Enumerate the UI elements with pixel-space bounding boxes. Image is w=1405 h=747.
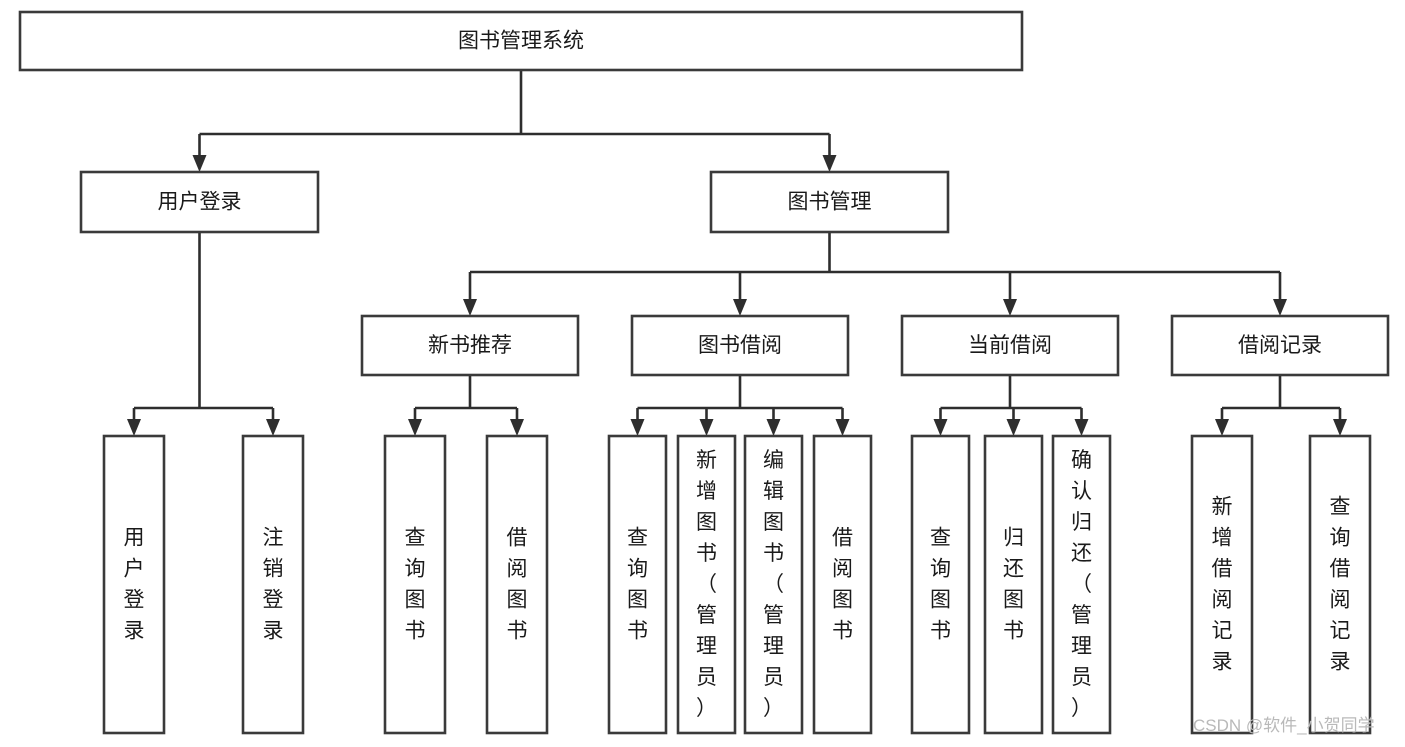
node-leaf-8-label: 查询图书	[930, 527, 951, 643]
node-level2-3[interactable]: 借阅记录	[1170, 314, 1390, 377]
node-leaf-5-rect[interactable]	[676, 434, 737, 735]
arrow-head-icon	[266, 419, 280, 436]
node-leaf-2-rect[interactable]	[383, 434, 447, 735]
node-level2-2-label: 当前借阅	[968, 334, 1052, 357]
node-leaf-5-label: 新增图书（管理员）	[696, 449, 717, 720]
node-root-system-rect[interactable]	[18, 10, 1024, 72]
node-leaf-11-label: 新增借阅记录	[1212, 496, 1233, 674]
arrow-head-icon	[1215, 419, 1229, 436]
node-leaf-1-rect[interactable]	[241, 434, 305, 735]
node-leaf-12-label: 查询借阅记录	[1330, 496, 1351, 674]
node-leaf-10-label: 确认归还（管理员）	[1071, 449, 1092, 720]
arrow-head-icon	[1003, 299, 1017, 316]
node-level2-1-rect[interactable]	[630, 314, 850, 377]
node-leaf-6[interactable]: 编辑图书（管理员）	[743, 434, 804, 735]
node-book-management[interactable]: 图书管理	[709, 170, 950, 234]
node-level2-0[interactable]: 新书推荐	[360, 314, 580, 377]
node-level2-1-label: 图书借阅	[698, 334, 782, 357]
node-leaf-11-rect[interactable]	[1190, 434, 1254, 735]
arrow-head-icon	[408, 419, 422, 436]
node-leaf-4-label: 查询图书	[627, 527, 648, 643]
arrow-head-icon	[733, 299, 747, 316]
csdn-watermark: CSDN @软件_小贺同学	[1193, 716, 1375, 735]
node-level2-3-label: 借阅记录	[1238, 334, 1322, 357]
node-level2-2[interactable]: 当前借阅	[900, 314, 1120, 377]
node-level2-1[interactable]: 图书借阅	[630, 314, 850, 377]
arrow-head-icon	[1074, 419, 1089, 436]
node-leaf-3[interactable]: 借阅图书	[485, 434, 549, 735]
node-level2-0-label: 新书推荐	[428, 334, 512, 357]
node-leaf-10-rect[interactable]	[1051, 434, 1112, 735]
arrow-head-icon	[933, 419, 948, 436]
node-leaf-2[interactable]: 查询图书	[383, 434, 447, 735]
node-level2-2-rect[interactable]	[900, 314, 1120, 377]
node-user-login-rect[interactable]	[79, 170, 320, 234]
arrow-head-icon	[630, 419, 645, 436]
node-boxes-layer: 图书管理系统用户登录图书管理新书推荐图书借阅当前借阅借阅记录用户登录注销登录查询…	[18, 10, 1390, 735]
node-leaf-12[interactable]: 查询借阅记录	[1308, 434, 1372, 735]
arrow-head-icon	[463, 299, 477, 316]
node-book-management-label: 图书管理	[788, 191, 872, 214]
node-leaf-1-label: 注销登录	[263, 527, 284, 643]
node-book-management-rect[interactable]	[709, 170, 950, 234]
node-leaf-9-rect[interactable]	[983, 434, 1044, 735]
arrow-head-icon	[699, 419, 714, 436]
node-leaf-9[interactable]: 归还图书	[983, 434, 1044, 735]
node-leaf-0-rect[interactable]	[102, 434, 166, 735]
node-level2-3-rect[interactable]	[1170, 314, 1390, 377]
node-leaf-3-rect[interactable]	[485, 434, 549, 735]
watermark-layer: CSDN @软件_小贺同学	[1193, 716, 1375, 735]
node-user-login[interactable]: 用户登录	[79, 170, 320, 234]
node-leaf-8[interactable]: 查询图书	[910, 434, 971, 735]
node-leaf-6-rect[interactable]	[743, 434, 804, 735]
node-leaf-8-rect[interactable]	[910, 434, 971, 735]
node-leaf-2-label: 查询图书	[405, 527, 426, 643]
arrow-head-icon	[127, 419, 141, 436]
node-leaf-6-label: 编辑图书（管理员）	[763, 449, 784, 720]
node-leaf-11[interactable]: 新增借阅记录	[1190, 434, 1254, 735]
node-leaf-4[interactable]: 查询图书	[607, 434, 668, 735]
node-root-system-label: 图书管理系统	[458, 30, 584, 53]
node-leaf-7-label: 借阅图书	[832, 527, 853, 643]
node-leaf-5[interactable]: 新增图书（管理员）	[676, 434, 737, 735]
connectors-layer	[127, 70, 1347, 436]
node-leaf-1[interactable]: 注销登录	[241, 434, 305, 735]
node-leaf-7[interactable]: 借阅图书	[812, 434, 873, 735]
arrow-head-icon	[192, 155, 207, 172]
node-leaf-12-rect[interactable]	[1308, 434, 1372, 735]
arrow-head-icon	[1006, 419, 1021, 436]
node-user-login-label: 用户登录	[158, 191, 242, 214]
node-root-system[interactable]: 图书管理系统	[18, 10, 1024, 72]
node-level2-0-rect[interactable]	[360, 314, 580, 377]
node-leaf-7-rect[interactable]	[812, 434, 873, 735]
node-leaf-10[interactable]: 确认归还（管理员）	[1051, 434, 1112, 735]
node-leaf-0-label: 用户登录	[124, 527, 145, 643]
arrow-head-icon	[835, 419, 850, 436]
arrow-head-icon	[766, 419, 781, 436]
node-leaf-3-label: 借阅图书	[507, 527, 528, 643]
arrow-head-icon	[1333, 419, 1347, 436]
arrow-head-icon	[1273, 299, 1287, 316]
arrow-head-icon	[510, 419, 524, 436]
node-leaf-4-rect[interactable]	[607, 434, 668, 735]
node-leaf-9-label: 归还图书	[1003, 527, 1024, 643]
node-leaf-0[interactable]: 用户登录	[102, 434, 166, 735]
arrow-head-icon	[822, 155, 837, 172]
